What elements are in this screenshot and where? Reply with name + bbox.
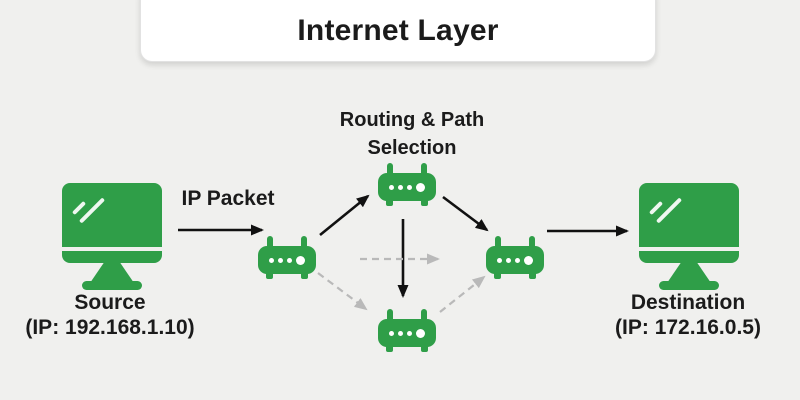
destination-monitor-icon — [639, 183, 739, 291]
router-body — [486, 246, 544, 274]
router-antenna — [301, 236, 307, 252]
monitor-bezel-line — [62, 247, 162, 251]
dashed-arrow-bottom-to-egress-router — [439, 275, 486, 313]
monitor-bezel-line — [639, 247, 739, 251]
ip-packet-label: IP Packet — [181, 187, 275, 210]
router-antenna — [387, 309, 393, 325]
router-antenna — [421, 309, 427, 325]
router-antenna — [267, 236, 273, 252]
arrow-top-to-egress-router — [442, 195, 489, 232]
monitor-screen — [639, 183, 739, 263]
dashed-arrow-ingress-to-bottom-router — [317, 272, 368, 311]
router-foot — [386, 199, 393, 206]
router-antenna — [421, 163, 427, 179]
router-body — [378, 319, 436, 347]
source-monitor-icon — [62, 183, 162, 291]
router-foot — [301, 272, 308, 279]
router-body — [258, 246, 316, 274]
monitor-screen — [62, 183, 162, 263]
source-caption: Source (IP: 192.168.1.10) — [4, 290, 216, 340]
router-foot — [421, 345, 428, 352]
router-antenna — [529, 236, 535, 252]
router-foot — [386, 345, 393, 352]
router-icon-egress — [486, 236, 544, 280]
source-label: Source — [74, 291, 146, 314]
source-ip: (IP: 192.168.1.10) — [25, 316, 195, 339]
router-body — [378, 173, 436, 201]
router-foot — [529, 272, 536, 279]
router-icon-top — [378, 163, 436, 207]
destination-caption: Destination (IP: 172.16.0.5) — [582, 290, 794, 340]
router-foot — [266, 272, 273, 279]
monitor-base — [82, 281, 142, 290]
routing-path-selection-label: Routing & Path Selection — [339, 109, 485, 159]
router-antenna — [387, 163, 393, 179]
screen-shine-icon — [71, 200, 87, 216]
screen-shine-icon — [648, 200, 664, 216]
destination-ip: (IP: 172.16.0.5) — [615, 316, 761, 339]
router-foot — [421, 199, 428, 206]
router-icon-bottom — [378, 309, 436, 353]
monitor-base — [659, 281, 719, 290]
destination-label: Destination — [630, 291, 746, 314]
router-foot — [494, 272, 501, 279]
router-icon-ingress — [258, 236, 316, 280]
arrow-ingress-to-top-router — [319, 194, 370, 237]
monitor-stand — [90, 263, 134, 283]
monitor-stand — [667, 263, 711, 283]
page-title: Internet Layer — [297, 14, 499, 47]
title-card: Internet Layer — [140, 0, 656, 62]
router-antenna — [495, 236, 501, 252]
